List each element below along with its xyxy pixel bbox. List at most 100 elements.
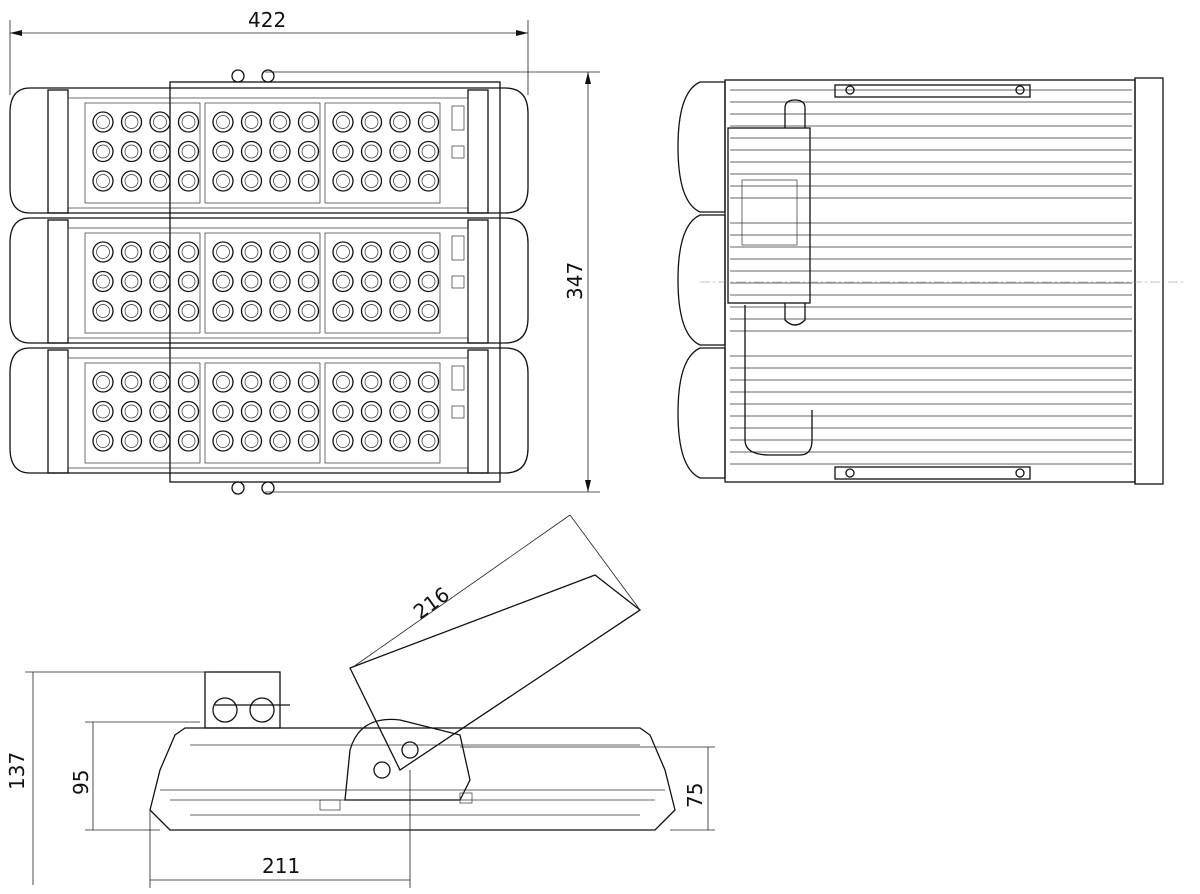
led-lens bbox=[177, 430, 200, 452]
led-lens-inner bbox=[393, 434, 407, 448]
led-lens bbox=[269, 300, 291, 322]
led-lens bbox=[177, 241, 200, 263]
led-group bbox=[204, 102, 321, 204]
led-lens-inner bbox=[301, 245, 316, 259]
screw bbox=[845, 85, 855, 95]
label-plate bbox=[451, 105, 465, 131]
led-lens bbox=[149, 241, 171, 263]
led-lens-inner bbox=[301, 404, 316, 419]
led-lens bbox=[332, 241, 354, 263]
led-lens-inner bbox=[181, 115, 196, 129]
logo bbox=[451, 145, 465, 159]
led-lens bbox=[389, 111, 411, 133]
led-group bbox=[84, 362, 201, 464]
housing-end bbox=[677, 214, 726, 346]
led-lens bbox=[149, 111, 171, 133]
led-lens-inner bbox=[124, 174, 139, 188]
led-lens bbox=[120, 241, 143, 263]
led-lens bbox=[240, 300, 263, 322]
led-lens bbox=[417, 400, 440, 423]
led-lens-inner bbox=[336, 404, 350, 419]
led-lens bbox=[149, 371, 171, 393]
led-lens-inner bbox=[244, 375, 259, 389]
led-lens bbox=[297, 400, 320, 423]
led-lens-inner bbox=[421, 245, 436, 259]
led-lens-inner bbox=[273, 174, 287, 188]
led-lens-inner bbox=[393, 144, 407, 159]
led-lens bbox=[269, 371, 291, 393]
led-lens bbox=[297, 300, 320, 322]
dimension-label-137: 137 bbox=[5, 752, 29, 790]
led-lens bbox=[332, 300, 354, 322]
end-cap-left bbox=[47, 89, 69, 214]
led-lens bbox=[417, 140, 440, 163]
led-lens-inner bbox=[301, 144, 316, 159]
led-lens bbox=[389, 140, 411, 163]
label-plate bbox=[451, 235, 465, 261]
dimension-side-total-height: 137 bbox=[5, 671, 210, 885]
led-lens bbox=[389, 300, 411, 322]
led-lens bbox=[240, 270, 263, 293]
led-lens bbox=[332, 170, 354, 192]
led-lens bbox=[269, 400, 291, 423]
led-lens-inner bbox=[364, 274, 379, 289]
led-lens bbox=[177, 140, 200, 163]
led-lens-inner bbox=[153, 375, 167, 389]
led-lens-inner bbox=[273, 144, 287, 159]
led-lens bbox=[177, 270, 200, 293]
led-lens-inner bbox=[421, 404, 436, 419]
led-lens bbox=[212, 170, 234, 192]
led-lens-inner bbox=[244, 404, 259, 419]
led-lens-inner bbox=[421, 434, 436, 448]
bolt bbox=[261, 481, 275, 495]
led-lens-inner bbox=[181, 304, 196, 318]
led-lens bbox=[177, 300, 200, 322]
screw bbox=[1015, 85, 1025, 95]
led-lens-inner bbox=[124, 274, 139, 289]
led-lens-inner bbox=[216, 304, 230, 318]
logo bbox=[451, 405, 465, 419]
led-lens-inner bbox=[244, 115, 259, 129]
led-lens-inner bbox=[336, 375, 350, 389]
cable bbox=[744, 305, 813, 456]
led-lens-inner bbox=[124, 115, 139, 129]
led-lens bbox=[177, 371, 200, 393]
led-lens bbox=[92, 300, 114, 322]
lens-frame bbox=[67, 97, 469, 209]
led-lens bbox=[297, 140, 320, 163]
led-lens bbox=[417, 241, 440, 263]
led-lens-inner bbox=[96, 274, 110, 289]
led-lens bbox=[332, 400, 354, 423]
led-lens bbox=[360, 430, 383, 452]
cable-loop-top bbox=[784, 99, 806, 128]
led-lens bbox=[120, 300, 143, 322]
led-lens bbox=[417, 111, 440, 133]
led-lens bbox=[120, 170, 143, 192]
led-lens-inner bbox=[393, 115, 407, 129]
led-lens-inner bbox=[336, 144, 350, 159]
logo bbox=[451, 275, 465, 289]
led-lens-inner bbox=[96, 434, 110, 448]
led-lens bbox=[360, 371, 383, 393]
end-cap-right bbox=[467, 89, 489, 214]
led-lens bbox=[332, 111, 354, 133]
cable-loop-bottom bbox=[784, 303, 806, 326]
led-lens bbox=[212, 400, 234, 423]
led-lens bbox=[297, 430, 320, 452]
led-lens bbox=[120, 430, 143, 452]
junction-box bbox=[741, 179, 798, 246]
end-cap-right bbox=[467, 219, 489, 344]
led-lens bbox=[269, 111, 291, 133]
led-lens-inner bbox=[216, 375, 230, 389]
back-view bbox=[677, 77, 1185, 485]
led-lens-inner bbox=[364, 375, 379, 389]
led-lens bbox=[269, 430, 291, 452]
dimension-label-211: 211 bbox=[262, 854, 300, 878]
led-lens-inner bbox=[273, 375, 287, 389]
led-lens bbox=[269, 140, 291, 163]
led-lens bbox=[240, 400, 263, 423]
dimension-side-mount-height: 75 bbox=[460, 746, 715, 831]
led-lens bbox=[360, 270, 383, 293]
led-lens bbox=[92, 140, 114, 163]
